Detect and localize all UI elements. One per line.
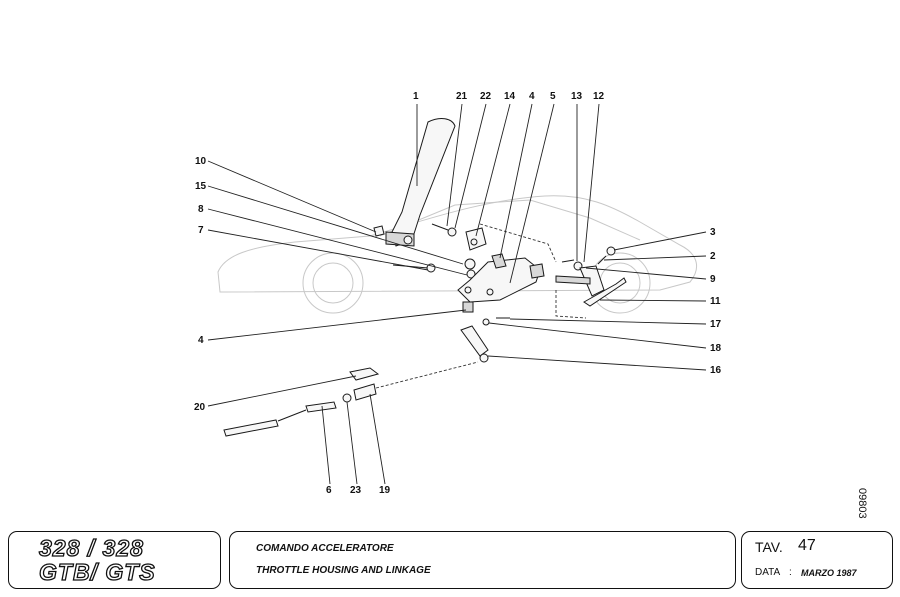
callout-15: 15 [195, 181, 207, 192]
drawing-number: 09803 [856, 488, 868, 519]
pedal-bracket [457, 227, 545, 303]
callout-17: 17 [710, 319, 722, 330]
plate-number: 47 [798, 537, 816, 554]
callout-16: 16 [710, 365, 722, 376]
callout-4-top: 4 [529, 91, 535, 102]
callout-labels: 1 21 22 14 4 5 13 12 10 15 8 7 3 2 9 11 … [194, 91, 722, 496]
callout-12: 12 [593, 91, 605, 102]
callout-10: 10 [195, 156, 207, 167]
date-separator: : [789, 567, 792, 578]
callout-2: 2 [710, 251, 716, 262]
callout-9: 9 [710, 274, 716, 285]
leader-lines [207, 103, 707, 485]
callout-8: 8 [198, 204, 204, 215]
throttle-cable [223, 367, 380, 437]
model-box: 328 / 328 GTB/ GTS [8, 531, 221, 589]
callout-1: 1 [413, 91, 419, 102]
callout-7: 7 [198, 225, 204, 236]
title-italian: COMANDO ACCELERATORE [256, 543, 394, 554]
title-english: THROTTLE HOUSING AND LINKAGE [256, 565, 431, 576]
callout-6: 6 [326, 485, 332, 496]
assembly-lines [375, 223, 587, 389]
date-label: DATA [755, 567, 781, 578]
callout-5: 5 [550, 91, 556, 102]
callout-23: 23 [350, 485, 362, 496]
callout-14: 14 [504, 91, 516, 102]
model-line-1: 328 / 328 [38, 535, 144, 561]
callout-11: 11 [710, 296, 721, 307]
linkage-assembly [555, 246, 627, 307]
plate-box: TAV. 47 DATA : MARZO 1987 [741, 531, 893, 589]
callout-4-left: 4 [198, 335, 204, 346]
lower-linkage [460, 301, 510, 363]
callout-3: 3 [710, 227, 716, 238]
date-value: MARZO 1987 [801, 568, 857, 578]
callout-22: 22 [480, 91, 492, 102]
callout-13: 13 [571, 91, 583, 102]
callout-21: 21 [456, 91, 468, 102]
title-box: COMANDO ACCELERATORE THROTTLE HOUSING AN… [229, 531, 736, 589]
callout-20: 20 [194, 402, 206, 413]
plate-label: TAV. [755, 539, 783, 555]
accelerator-pedal [385, 118, 456, 247]
model-line-2: GTB/ GTS [38, 559, 156, 585]
callout-19: 19 [379, 485, 391, 496]
callout-18: 18 [710, 343, 722, 354]
car-silhouette [217, 195, 698, 314]
